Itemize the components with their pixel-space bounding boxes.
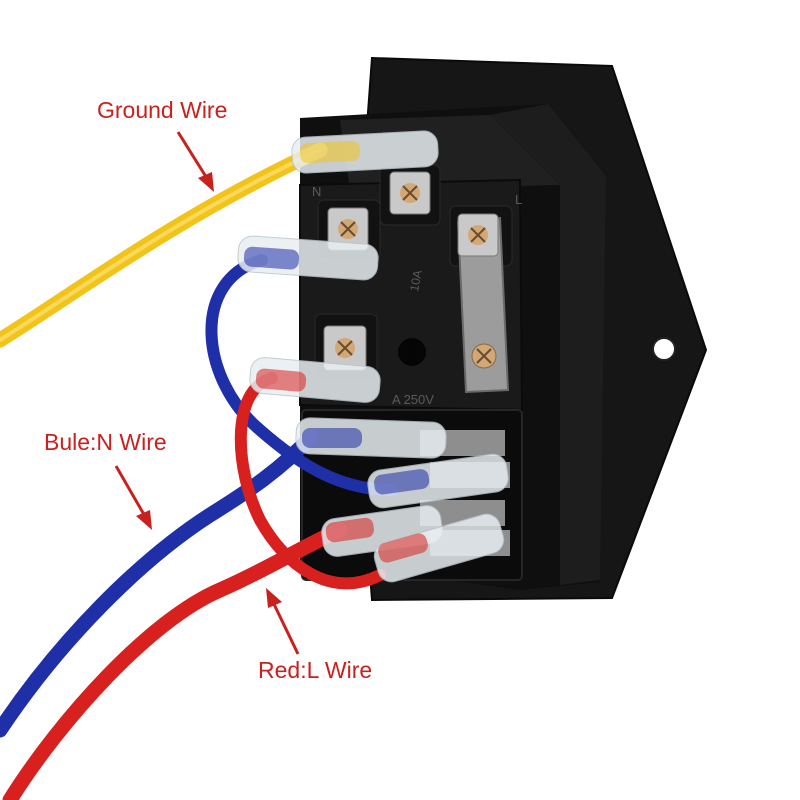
live-wire [2,522,348,800]
marking-left-letter: N [312,184,321,199]
center-hole [398,338,426,366]
screw-strap [471,343,497,369]
body-bevel [490,104,606,585]
live-arrow-icon [266,588,300,655]
mounting-hole [652,337,676,361]
live-wire-label: Red:L Wire [258,657,373,683]
neutral-connector-lower-1 [295,417,447,459]
ground-arrow-icon [176,131,214,192]
marking-current: 10A [407,269,424,292]
neutral-arrow-icon [114,465,152,530]
live-connector-top [249,357,381,403]
marking-right-letter: L [515,192,522,207]
neutral-connector-lower-2 [367,453,509,509]
neutral-wire-label: Bule:N Wire [44,429,167,455]
neutral-wire [0,428,320,738]
screw-top [389,171,431,215]
live-connector-lower-2 [373,513,505,583]
live-wire-loop [234,372,386,590]
marking-rating: A 250V [392,392,434,407]
ground-connector [291,130,439,174]
screw-left [327,207,369,251]
neutral-wire-loop [205,254,398,496]
screw-right [457,213,499,257]
neutral-connector-top [237,235,379,281]
ground-wire-label: Ground Wire [97,97,228,123]
screw-bottom-left [323,325,367,371]
